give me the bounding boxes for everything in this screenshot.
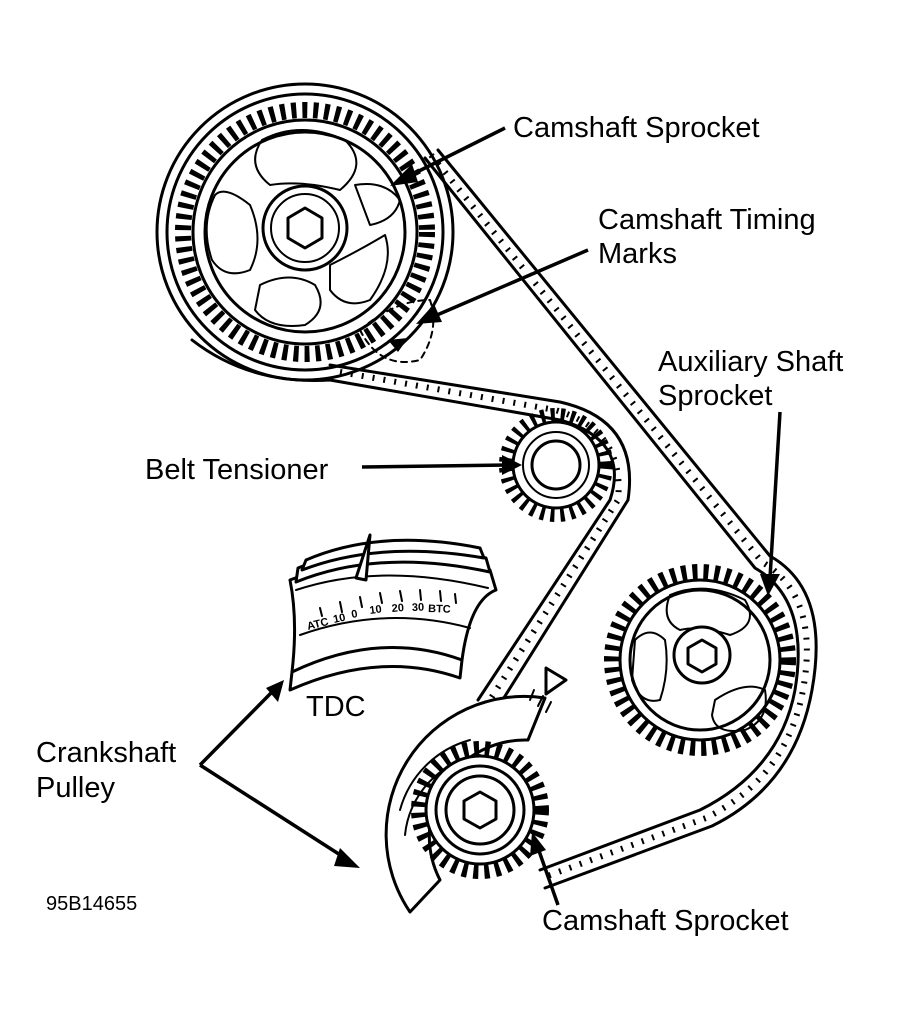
label-camshaft-sprocket-top: Camshaft Sprocket: [513, 112, 760, 144]
scale-label-10-btc: 10: [369, 603, 383, 617]
label-belt-tensioner: Belt Tensioner: [145, 454, 329, 486]
label-camshaft-sprocket-bottom: Camshaft Sprocket: [542, 905, 789, 937]
scale-label-btc: BTC: [428, 603, 451, 616]
auxiliary-shaft-sprocket: [604, 564, 796, 756]
timing-belt: [190, 148, 818, 890]
label-camshaft-timing-marks-line2: Marks: [598, 238, 677, 270]
timing-scale-plate: ATC 10 0 10 20 30 BTC: [288, 533, 498, 692]
callout-arrows: [198, 126, 782, 906]
scale-label-atc: ATC: [306, 616, 330, 633]
label-crankshaft-pulley-line1: Crankshaft: [36, 737, 176, 769]
label-tdc: TDC: [306, 691, 366, 723]
label-camshaft-timing-marks-line1: Camshaft Timing: [598, 204, 816, 236]
belt-teeth: [339, 153, 810, 881]
scale-label-30: 30: [412, 602, 425, 614]
belt-tensioner: [499, 408, 613, 522]
camshaft-sprocket-bottom: [411, 741, 549, 879]
label-crankshaft-pulley-line2: Pulley: [36, 772, 115, 804]
camshaft-sprocket-top: [155, 82, 455, 382]
tdc-marker: [544, 666, 568, 696]
label-auxiliary-shaft-sprocket-line1: Auxiliary Shaft: [658, 346, 843, 378]
scale-label-0: 0: [350, 608, 358, 621]
scale-label-20: 20: [391, 602, 404, 615]
label-auxiliary-shaft-sprocket-line2: Sprocket: [658, 380, 772, 412]
scale-label-10-atc: 10: [332, 612, 346, 626]
figure-id: 95B14655: [46, 893, 137, 915]
